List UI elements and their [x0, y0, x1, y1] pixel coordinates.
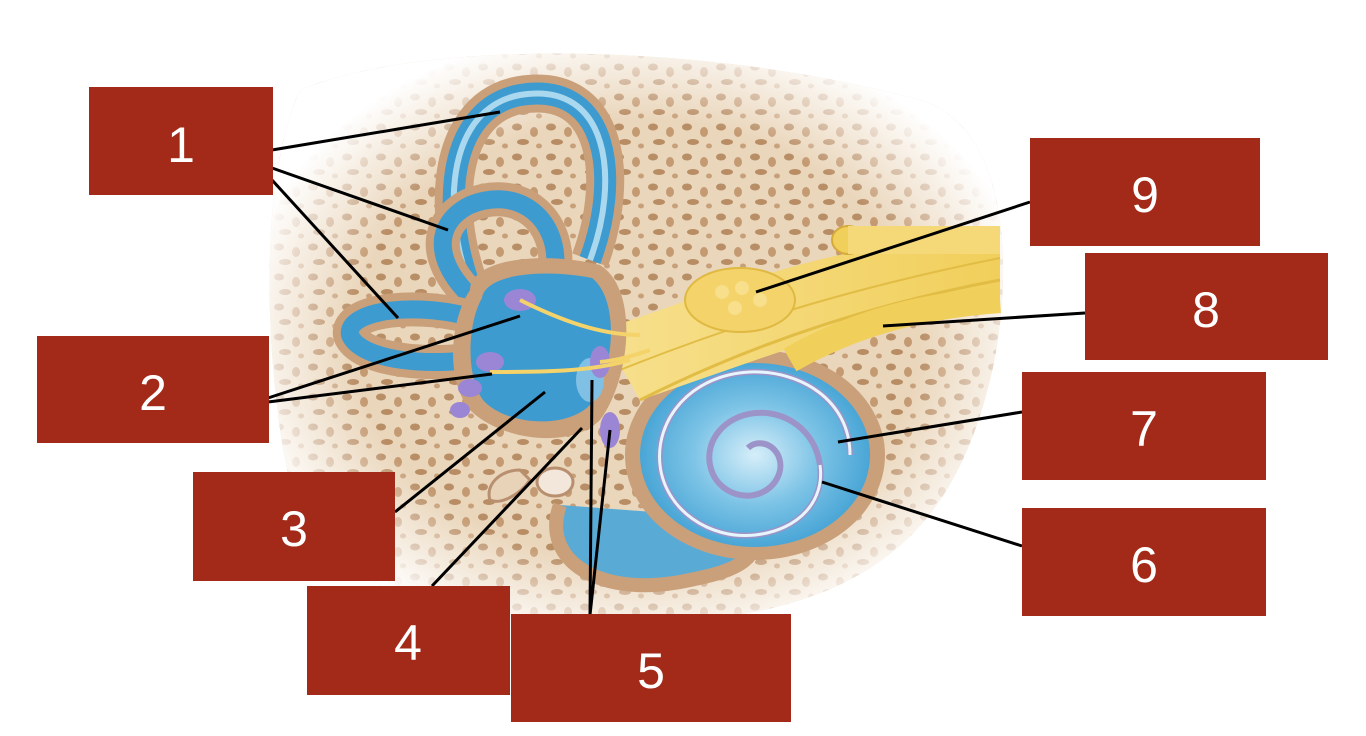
oval-window-stapes: [487, 466, 575, 503]
label-3: 3: [280, 501, 308, 557]
label-1: 1: [167, 117, 195, 173]
label-5: 5: [637, 643, 665, 699]
label-9: 9: [1131, 167, 1159, 223]
label-6: 6: [1130, 537, 1158, 593]
nerve-fibers: [489, 298, 651, 374]
label-4: 4: [394, 615, 422, 671]
leader-lines: [267, 110, 1086, 616]
label-box-5: 5: [511, 614, 791, 722]
semicircular-canals: [333, 74, 625, 379]
label-box-1: 1: [89, 87, 273, 195]
cochlea-illustration: [549, 350, 885, 593]
label-box-4: 4: [307, 586, 510, 695]
label-box-9: 9: [1030, 138, 1260, 246]
label-box-2: 2: [37, 336, 269, 443]
label-box-3: 3: [193, 472, 395, 581]
label-box-7: 7: [1022, 372, 1266, 480]
vestibulocochlear-nerve: [600, 225, 1001, 402]
vestibule: [453, 258, 627, 439]
label-7: 7: [1130, 401, 1158, 457]
label-2: 2: [139, 365, 167, 421]
label-box-6: 6: [1022, 508, 1266, 616]
label-box-8: 8: [1085, 253, 1328, 360]
label-8: 8: [1192, 282, 1220, 338]
